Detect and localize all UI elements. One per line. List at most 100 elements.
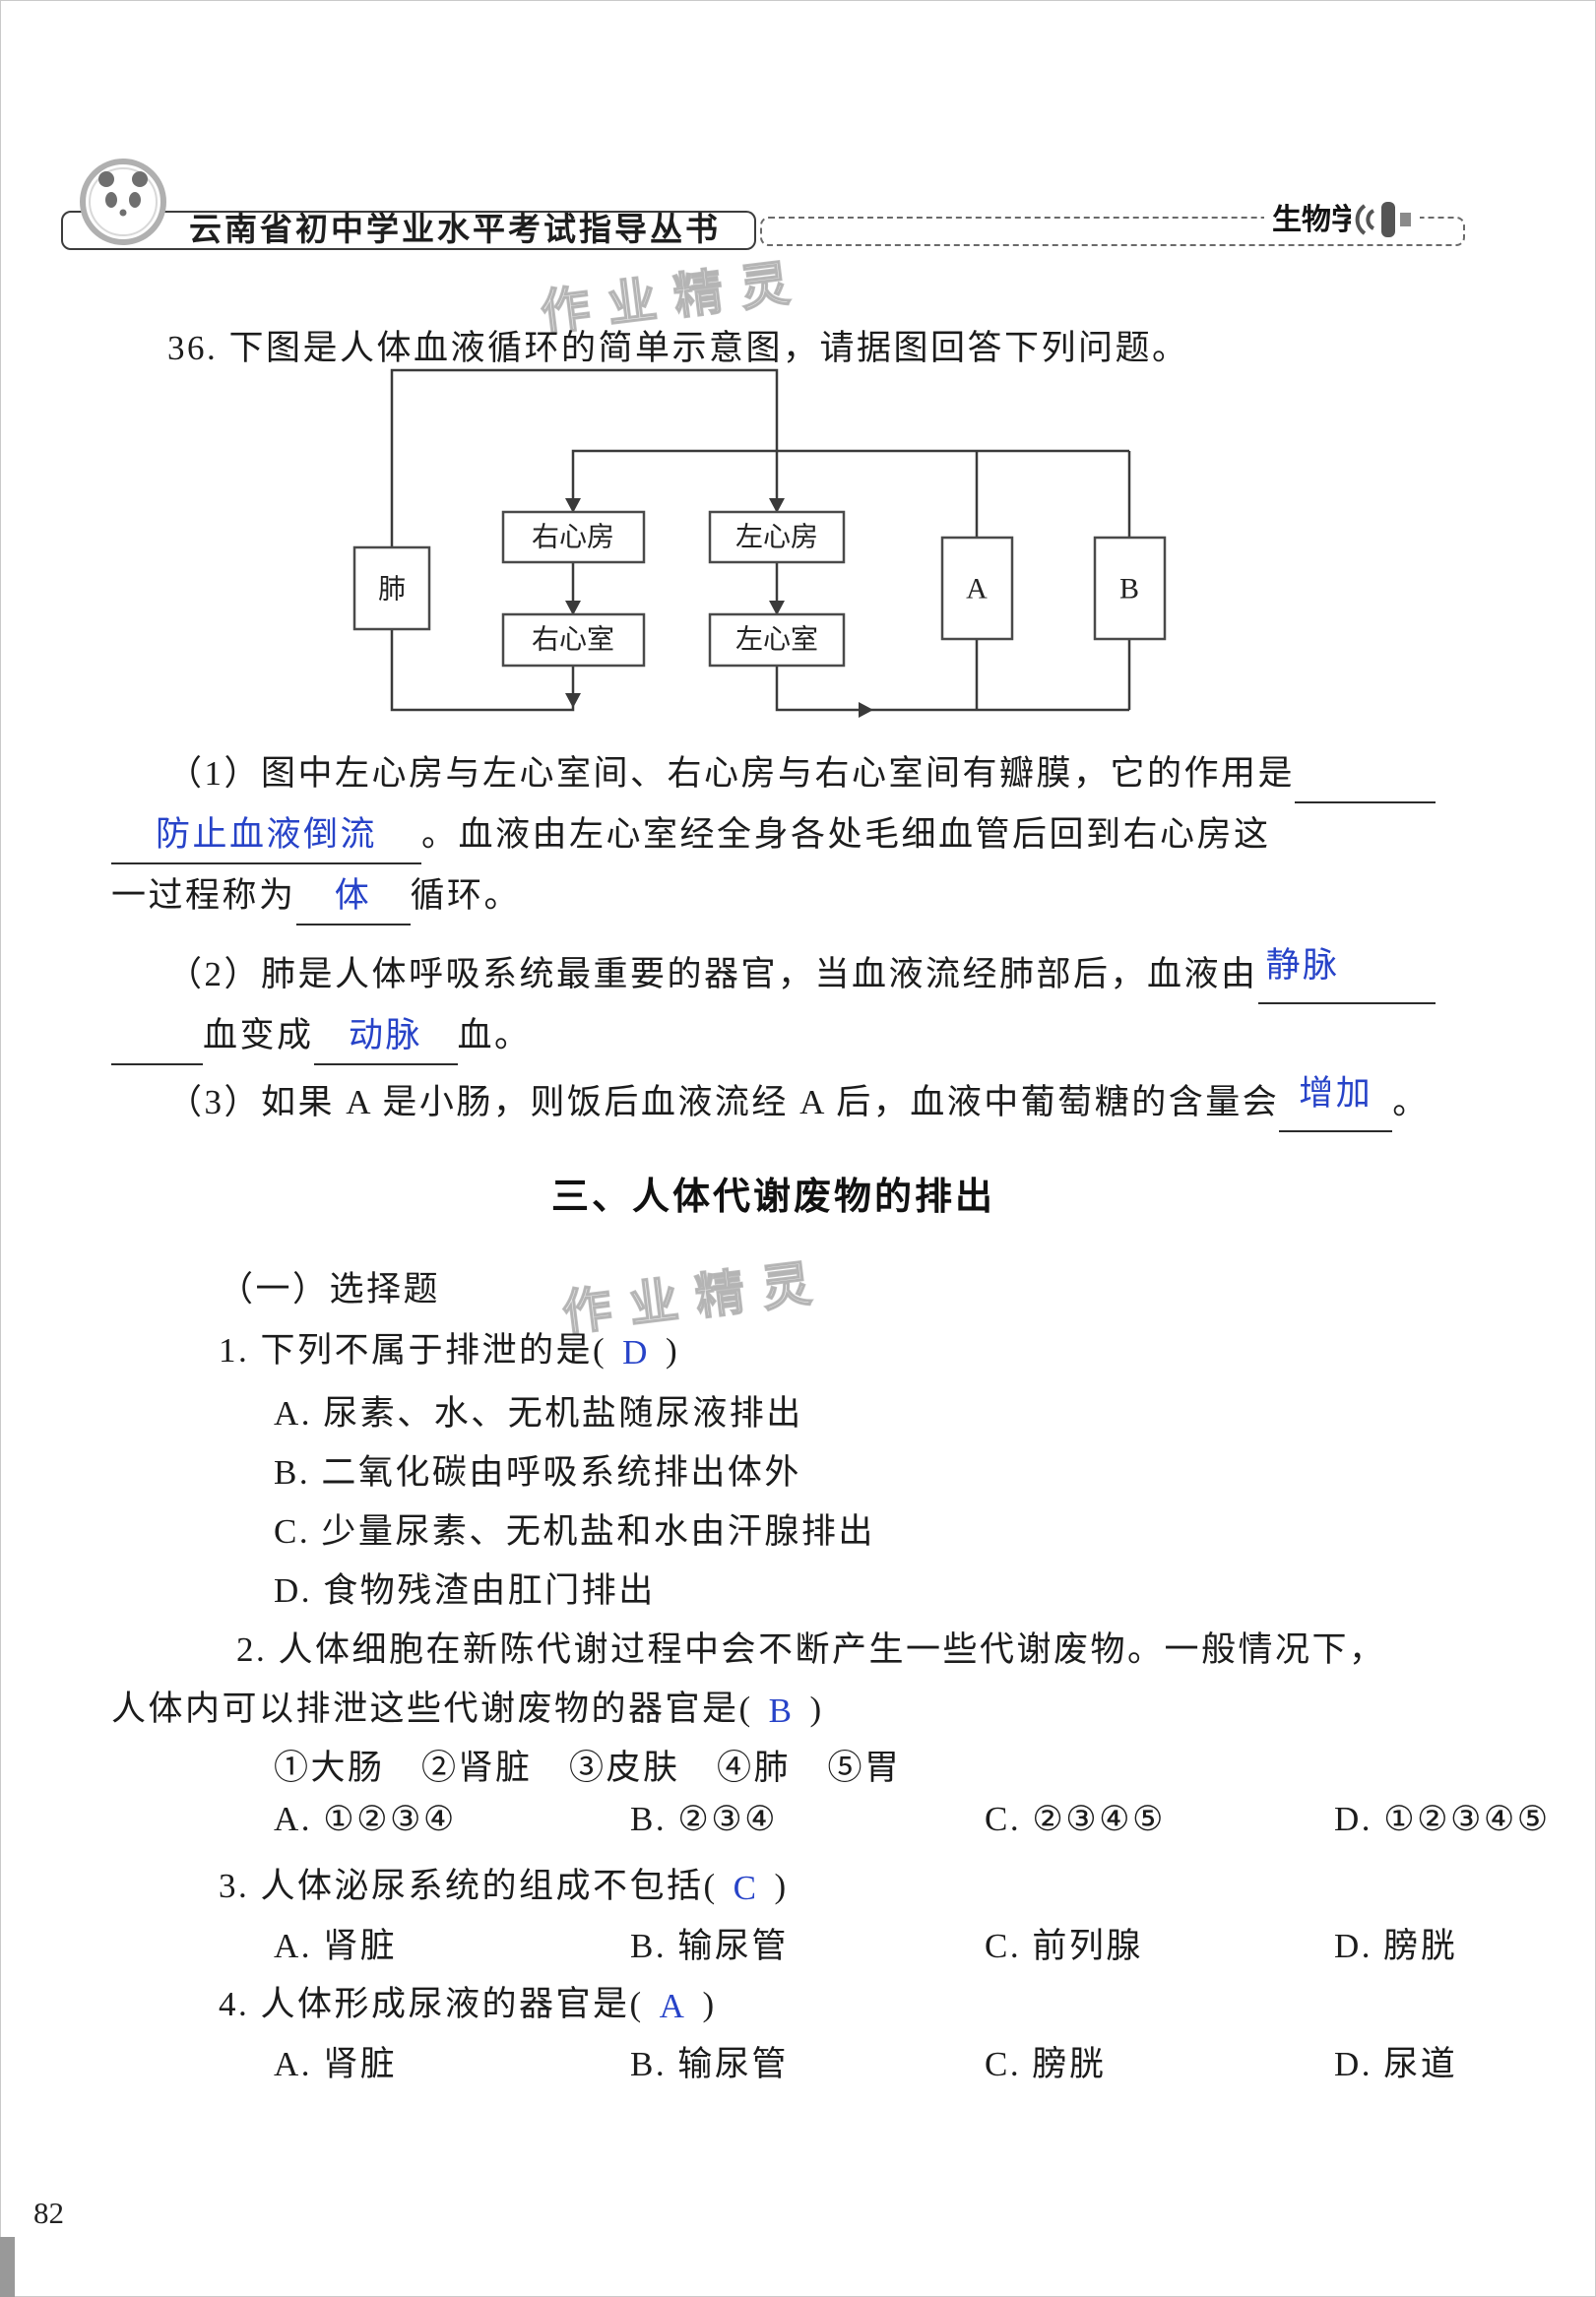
q2-option-c: C. ②③④⑤	[985, 1800, 1166, 1838]
arrow-la-to-lv	[769, 601, 785, 615]
q36-part2-line2: 血变成 动脉 血。	[111, 1008, 1436, 1065]
q36-part1-line1: （1）图中左心房与左心室间、右心房与右心室间有瓣膜，它的作用是	[111, 746, 1436, 803]
organ-b-box	[1093, 536, 1167, 641]
q36-part2-leading-blank	[111, 1008, 203, 1065]
q36-part2-text1: （2）肺是人体呼吸系统最重要的器官，当血液流经肺部后，血液由	[167, 955, 1258, 993]
q36-part3-text2: 。	[1392, 1083, 1430, 1121]
q4-answer: A	[659, 1987, 687, 2025]
q36-part2-text2: 血变成	[203, 1016, 314, 1054]
q2-options-row: A. ①②③④ B. ②③④ C. ②③④⑤ D. ①②③④⑤	[274, 1800, 1548, 1849]
organ-b-label: B	[1119, 573, 1139, 606]
q1-option-a: A. 尿素、水、无机盐随尿液排出	[274, 1386, 1596, 1441]
q3-stem: 3. 人体泌尿系统的组成不包括(	[219, 1867, 718, 1905]
arrow-rv-down	[565, 693, 581, 708]
q3-option-d: D. 膀胱	[1334, 1927, 1458, 1965]
q36-part1-line2: 防止血液倒流 。血液由左心室经全身各处毛细血管后回到右心房这	[111, 807, 1436, 864]
mc-question-1: 1. 下列不属于排泄的是( D)	[219, 1323, 1543, 1378]
mc-question-2-line1: 2. 人体细胞在新陈代谢过程中会不断产生一些代谢废物。一般情况下，	[236, 1623, 1561, 1678]
subsection-label: （一）选择题	[219, 1262, 1543, 1317]
q36-part3-text1: （3）如果 A 是小肠，则饭后血液流经 A 后，血液中葡萄糖的含量会	[167, 1083, 1280, 1121]
q36-part1-line3: 一过程称为 体 循环。	[111, 868, 1436, 925]
left-atrium-label: 左心房	[735, 522, 818, 553]
q36-part2-answer2: 动脉	[349, 1016, 423, 1054]
right-ventricle-box	[501, 612, 646, 668]
q36-part2-blank2: 动脉	[313, 1008, 458, 1065]
mc-question-3: 3. 人体泌尿系统的组成不包括( C)	[219, 1859, 1543, 1914]
diagram-connectors	[390, 368, 1131, 712]
blood-circulation-diagram: 肺 右心房 右心室 左心房 左心室 A B	[352, 368, 1167, 718]
q36-part1-text4: 循环。	[410, 876, 522, 915]
q2-close-paren: )	[809, 1690, 824, 1728]
left-ventricle-box	[708, 612, 846, 668]
q36-part1-answer2: 体	[334, 876, 372, 915]
option-text: B. 二氧化碳由呼吸系统排出体外	[274, 1453, 801, 1492]
q3-option-c: C. 前列腺	[985, 1927, 1143, 1965]
q4-close-paren: )	[702, 1985, 717, 2023]
right-atrium-label: 右心房	[532, 522, 614, 553]
q2-option-b: B. ②③④	[630, 1800, 778, 1838]
q4-option-a: A. 肾脏	[274, 2045, 398, 2083]
arrow-into-left-atrium	[769, 498, 785, 513]
q36-part3-line1: （3）如果 A 是小肠，则饭后血液流经 A 后，血液中葡萄糖的含量会 增加 。	[111, 1074, 1436, 1132]
mc-question-4: 4. 人体形成尿液的器官是(A)	[219, 1977, 1543, 2032]
organ-a-label: A	[966, 573, 988, 606]
q36-part2-answer1: 静脉	[1265, 946, 1340, 985]
q1-stem: 1. 下列不属于排泄的是(	[219, 1331, 607, 1370]
q3-close-paren: )	[774, 1867, 789, 1905]
subsection-text: （一）选择题	[219, 1270, 441, 1308]
q2-items-text: ①大肠 ②肾脏 ③皮肤 ④肺 ⑤胃	[274, 1749, 902, 1787]
q2-option-d: D. ①②③④⑤	[1334, 1800, 1551, 1838]
lung-label: 肺	[378, 575, 406, 606]
left-atrium-box	[708, 510, 846, 564]
q36-part2-line1: （2）肺是人体呼吸系统最重要的器官，当血液流经肺部后，血液由 静脉	[111, 946, 1436, 1004]
q2-answer: B	[768, 1691, 795, 1730]
page-edge-tab	[0, 2237, 15, 2297]
q36-part1-text2: 。血液由左心室经全身各处毛细血管后回到右心房这	[421, 815, 1271, 854]
header-band	[61, 211, 756, 250]
header-dashed-rule	[760, 217, 1465, 246]
option-text: D. 食物残渣由肛门排出	[274, 1571, 656, 1610]
q4-option-b: B. 输尿管	[630, 2045, 789, 2083]
q4-option-c: C. 膀胱	[985, 2045, 1107, 2083]
q36-part1-text3: 一过程称为	[111, 876, 296, 915]
right-atrium-box	[501, 510, 646, 564]
right-ventricle-label: 右心室	[532, 624, 614, 656]
q2-numbered-items: ①大肠 ②肾脏 ③皮肤 ④肺 ⑤胃	[274, 1741, 1596, 1796]
arrow-bottom-right	[859, 702, 873, 718]
series-title: 云南省初中学业水平考试指导丛书	[189, 211, 721, 247]
speaker-icon	[1351, 197, 1420, 242]
q1-option-c: C. 少量尿素、无机盐和水由汗腺排出	[274, 1504, 1596, 1560]
q36-part2-text3: 血。	[457, 1016, 532, 1054]
publisher-logo-icon	[80, 159, 166, 245]
q2-option-a: A. ①②③④	[274, 1800, 457, 1838]
q2-stem-line1: 2. 人体细胞在新陈代谢过程中会不断产生一些代谢废物。一般情况下，	[236, 1630, 1386, 1669]
lung-box	[352, 545, 431, 631]
q3-option-a: A. 肾脏	[274, 1927, 398, 1965]
mc-question-2-line2: 人体内可以排泄这些代谢废物的器官是( B)	[111, 1682, 1436, 1737]
q1-option-d: D. 食物残渣由肛门排出	[274, 1563, 1596, 1619]
q4-option-d: D. 尿道	[1334, 2045, 1458, 2083]
q1-close-paren: )	[665, 1331, 680, 1370]
q1-option-b: B. 二氧化碳由呼吸系统排出体外	[274, 1445, 1596, 1500]
left-ventricle-label: 左心室	[735, 624, 818, 656]
q3-answer: C	[733, 1869, 759, 1907]
q3-options-row: A. 肾脏 B. 输尿管 C. 前列腺 D. 膀胱	[274, 1918, 1455, 1967]
q36-part1-answer1: 防止血液倒流	[155, 815, 377, 854]
q36-part2-blank1: 静脉	[1257, 946, 1436, 1004]
section-title: 三、人体代谢废物的排出	[550, 1177, 995, 1218]
option-text: A. 尿素、水、无机盐随尿液排出	[274, 1394, 803, 1433]
option-text: C. 少量尿素、无机盐和水由汗腺排出	[274, 1512, 875, 1551]
q1-answer: D	[622, 1333, 650, 1372]
q36-part1-trailing-blank	[1295, 746, 1436, 803]
q36-part1-blank2: 体	[295, 868, 411, 925]
q4-options-row: A. 肾脏 B. 输尿管 C. 膀胱 D. 尿道	[274, 2036, 1455, 2085]
arrow-into-right-atrium	[565, 498, 581, 513]
q36-part3-answer1: 增加	[1299, 1074, 1373, 1113]
q36-stem: 36. 下图是人体血液循环的简单示意图，请据图回答下列问题。	[167, 329, 1189, 367]
organ-a-box	[940, 536, 1014, 641]
q2-stem-line2: 人体内可以排泄这些代谢废物的器官是(	[111, 1690, 753, 1728]
q3-option-b: B. 输尿管	[630, 1927, 789, 1965]
page-number: 82	[33, 2196, 64, 2230]
arrow-ra-to-rv	[565, 601, 581, 615]
